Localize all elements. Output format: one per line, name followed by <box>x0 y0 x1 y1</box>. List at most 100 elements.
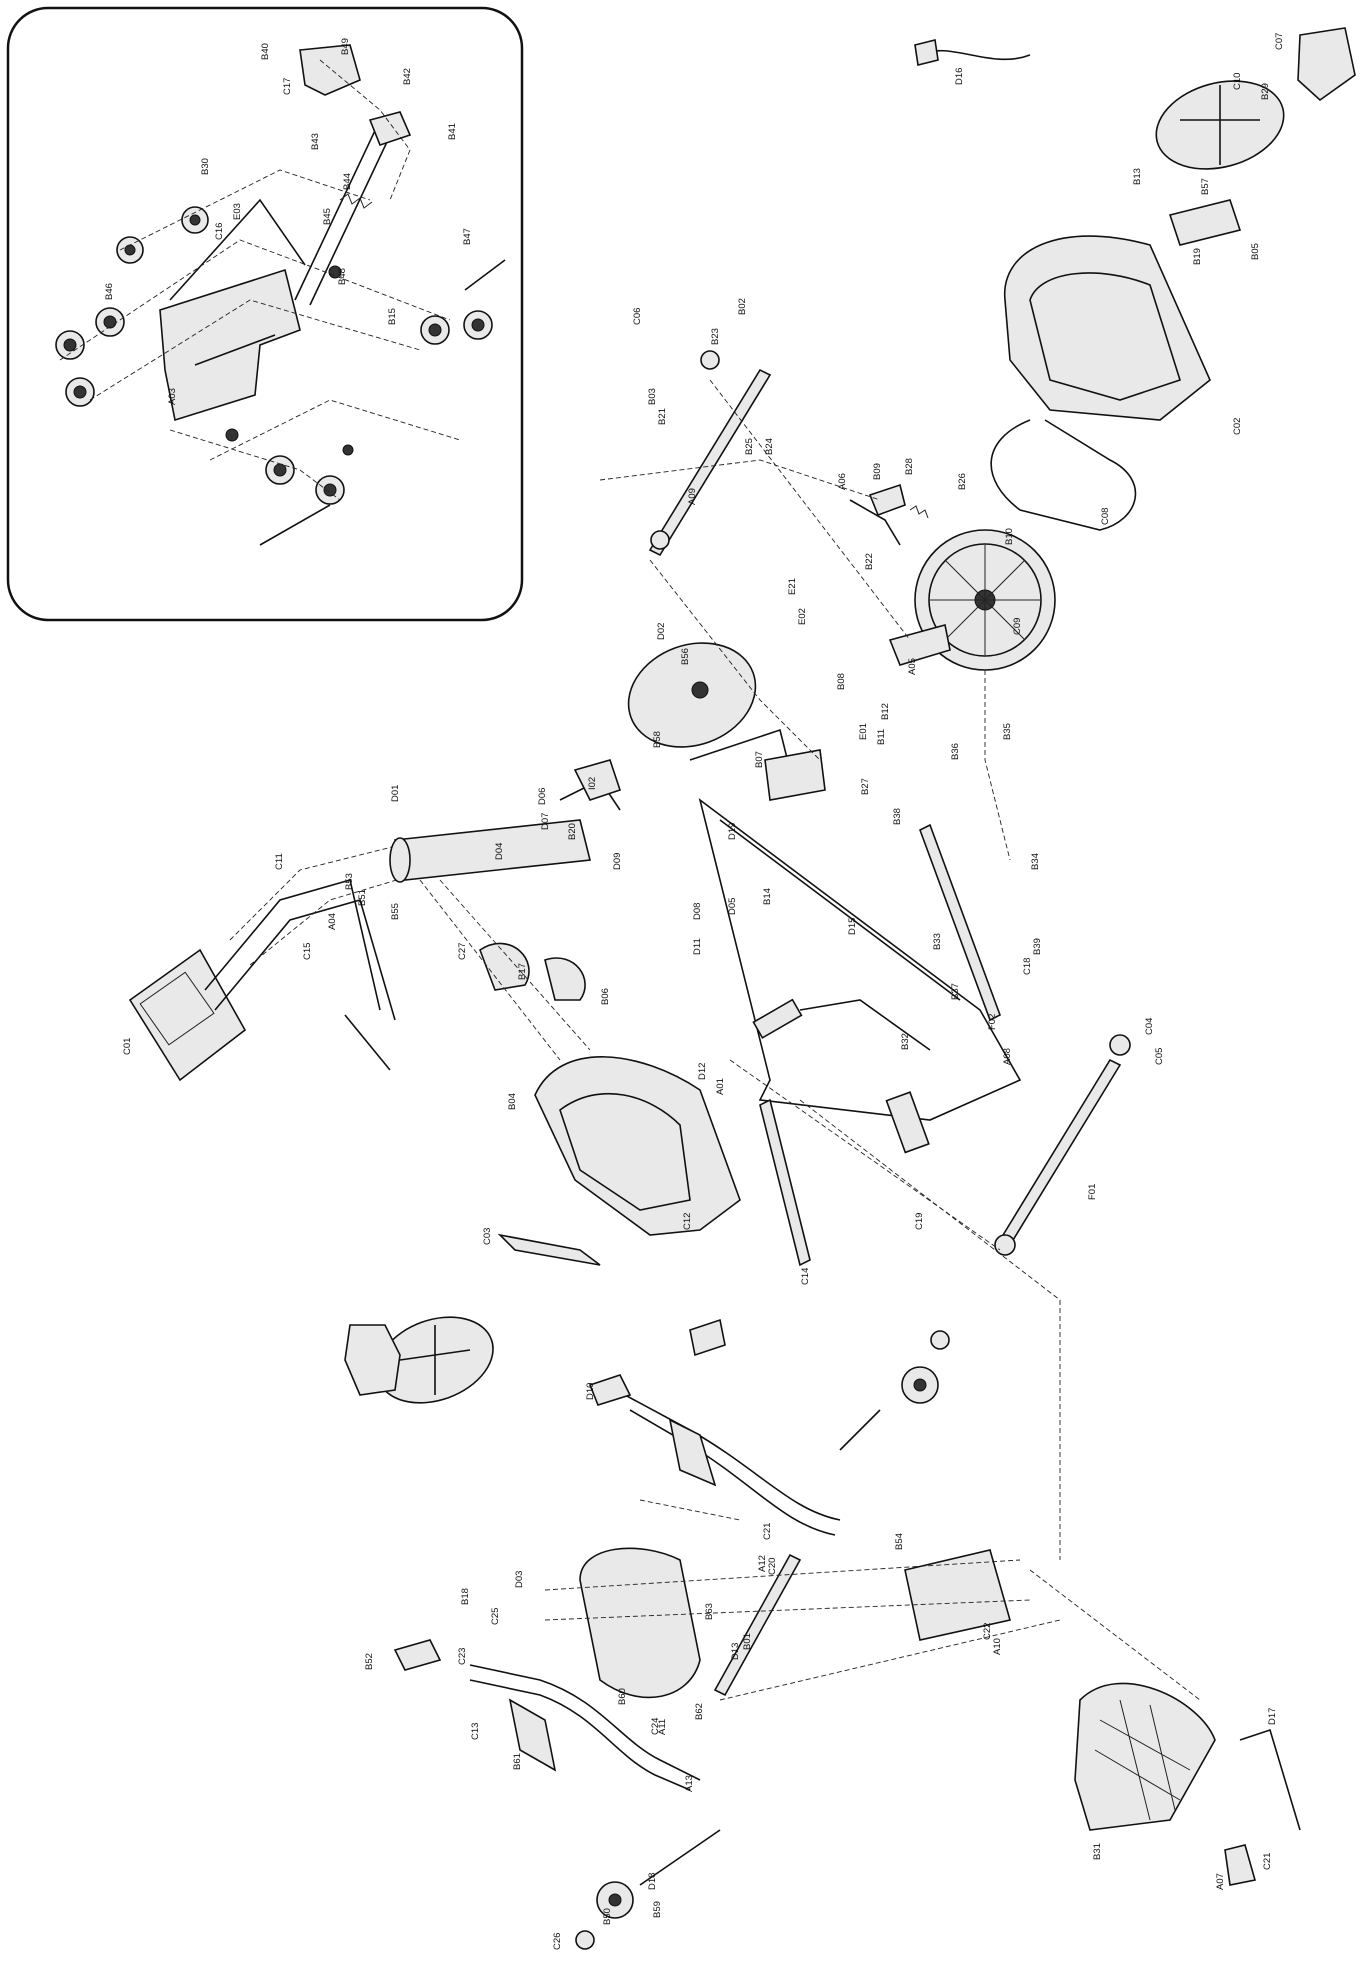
part-label-b08: B08 <box>836 673 847 690</box>
main-frame <box>599 350 1131 1560</box>
part-label-d05: D05 <box>727 898 738 915</box>
part-label-d03: D03 <box>514 1571 525 1588</box>
part-label-c22: C22 <box>982 1623 993 1640</box>
part-label-d08: D08 <box>692 903 703 920</box>
part-label-b31: B31 <box>1092 1843 1103 1860</box>
part-label-b05: B05 <box>1250 243 1261 260</box>
part-label-a01: A01 <box>715 1078 726 1095</box>
part-label-b32: B32 <box>900 1033 911 1050</box>
part-label-e02: E02 <box>797 608 808 625</box>
part-label-b27: B27 <box>860 778 871 795</box>
part-label-d09: D09 <box>612 853 623 870</box>
part-label-b60: B60 <box>617 1688 628 1705</box>
part-label-d10: D10 <box>585 1383 596 1400</box>
part-label-d13: D13 <box>730 1643 741 1660</box>
part-label-c27: C27 <box>457 943 468 960</box>
part-label-d01: D01 <box>390 785 401 802</box>
console-assembly <box>128 759 622 1082</box>
part-label-b02: B02 <box>737 298 748 315</box>
part-label-b13: B13 <box>1132 168 1143 185</box>
part-label-b24: B24 <box>764 438 775 455</box>
part-label-b41: B41 <box>447 123 458 140</box>
part-label-a05: A05 <box>907 658 918 675</box>
part-label-c07: C07 <box>1274 33 1285 50</box>
part-label-c15: C15 <box>302 943 313 960</box>
part-label-c26: C26 <box>552 1933 563 1950</box>
part-label-b36: B36 <box>950 743 961 760</box>
part-label-b57: B57 <box>1200 178 1211 195</box>
part-label-d02: D02 <box>656 623 667 640</box>
part-label-b01: B01 <box>742 1633 753 1650</box>
part-label-b55: B55 <box>390 903 401 920</box>
part-label-c11: C11 <box>274 853 285 870</box>
part-label-b04: B04 <box>507 1093 518 1110</box>
part-label-d16: D16 <box>954 68 965 85</box>
part-label-b54: B54 <box>894 1533 905 1550</box>
part-label-b29: B29 <box>1260 83 1271 100</box>
part-label-b23: B23 <box>710 328 721 345</box>
part-label-b43: B43 <box>310 133 321 150</box>
part-label-i02: I02 <box>587 777 598 790</box>
part-label-b14: B14 <box>762 888 773 905</box>
part-label-b19: B19 <box>1192 248 1203 265</box>
part-label-c14: C14 <box>800 1268 811 1285</box>
part-label-b18: B18 <box>460 1588 471 1605</box>
part-label-a04: A04 <box>327 913 338 930</box>
part-label-b63: B63 <box>704 1603 715 1620</box>
part-label-b39: B39 <box>1032 938 1043 955</box>
part-label-b07: B07 <box>754 751 765 768</box>
part-label-b50: B50 <box>602 1908 613 1925</box>
part-label-b33: B33 <box>932 933 943 950</box>
part-label-c03: C03 <box>482 1228 493 1245</box>
right-shroud <box>627 27 1356 748</box>
part-label-b34: B34 <box>1030 853 1041 870</box>
part-label-f02: F02 <box>987 1014 998 1030</box>
part-label-e03: E03 <box>232 203 243 220</box>
part-label-a07: A07 <box>1215 1873 1226 1890</box>
part-label-b47: B47 <box>462 228 473 245</box>
part-label-b45: B45 <box>322 208 333 225</box>
part-label-b49: B49 <box>340 38 351 55</box>
part-label-c21: C21 <box>1262 1853 1273 1870</box>
part-label-c06: C06 <box>632 308 643 325</box>
part-label-b58: B58 <box>652 731 663 748</box>
part-label-c01: C01 <box>122 1038 133 1055</box>
part-label-c04: C04 <box>1144 1018 1155 1035</box>
part-label-d15: D15 <box>847 918 858 935</box>
part-label-b28: B28 <box>904 458 915 475</box>
part-label-e01: E01 <box>858 723 869 740</box>
part-label-b12: B12 <box>880 703 891 720</box>
part-label-d12: D12 <box>697 1063 708 1080</box>
part-label-c18: C18 <box>1022 958 1033 975</box>
part-label-b37: B37 <box>950 983 961 1000</box>
part-label-b30: B30 <box>200 158 211 175</box>
part-label-f01: F01 <box>1087 1184 1098 1200</box>
part-label-c05: C05 <box>1154 1048 1165 1065</box>
part-label-b51: B51 <box>357 889 368 906</box>
part-label-c13: C13 <box>470 1723 481 1740</box>
part-label-b59: B59 <box>652 1901 663 1918</box>
part-label-a03: A03 <box>167 388 178 405</box>
inset-detail-frame <box>6 6 524 622</box>
part-label-b52: B52 <box>364 1653 375 1670</box>
part-label-d04: D04 <box>494 843 505 860</box>
part-label-d18: D18 <box>647 1873 658 1890</box>
part-label-b62: B62 <box>694 1703 705 1720</box>
part-label-b15: B15 <box>387 308 398 325</box>
part-label-c23: C23 <box>457 1648 468 1665</box>
part-label-c12: C12 <box>682 1213 693 1230</box>
part-label-b44: B44 <box>342 173 353 190</box>
part-label-d19: D19 <box>727 823 738 840</box>
part-label-a10: A10 <box>992 1638 1003 1655</box>
part-label-b56: B56 <box>680 648 691 665</box>
part-label-b42: B42 <box>402 68 413 85</box>
left-shroud <box>344 1056 741 1404</box>
part-label-c16: C16 <box>214 223 225 240</box>
part-label-c25: C25 <box>490 1608 501 1625</box>
part-label-b17: B17 <box>517 963 528 980</box>
part-label-b06: B06 <box>600 988 611 1005</box>
part-label-a11: A11 <box>657 1719 668 1735</box>
part-label-a06: A06 <box>837 473 848 490</box>
part-label-c17: C17 <box>282 78 293 95</box>
